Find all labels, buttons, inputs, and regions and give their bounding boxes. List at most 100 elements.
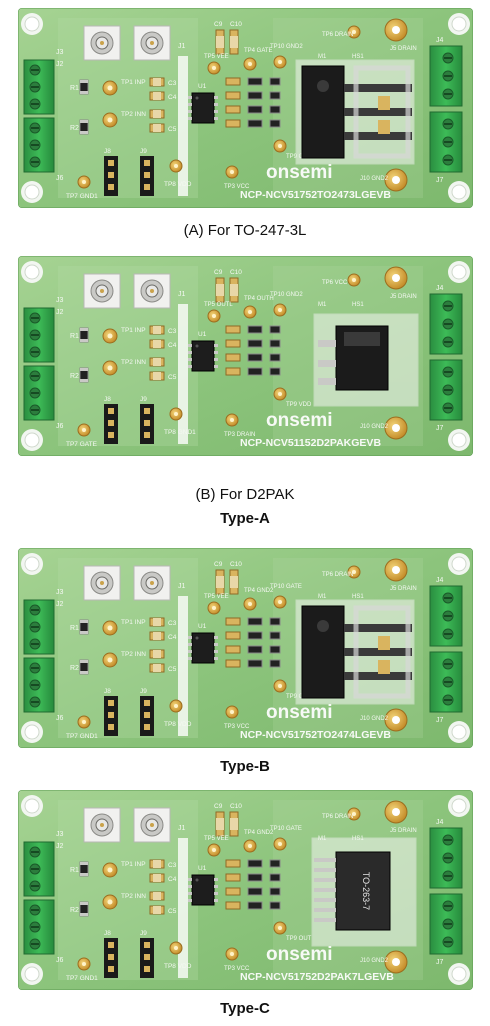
driver-ic-u1 — [188, 632, 218, 664]
label-j9: J9 — [140, 688, 147, 695]
resistor-r2 — [79, 901, 89, 917]
sma-connector-2 — [133, 565, 171, 601]
driver-ic-u1 — [188, 874, 218, 906]
testpoint-tp8 — [169, 699, 183, 713]
testpoint-tp3 — [225, 947, 239, 961]
label-j1: J1 — [178, 583, 186, 590]
capacitor-c5 — [149, 891, 165, 901]
capacitor-c6 — [149, 905, 165, 915]
label-hs1: HS1 — [352, 302, 364, 308]
testpoint-tp5 — [207, 843, 221, 857]
capacitor-c5 — [149, 649, 165, 659]
testpoint-tp10 — [273, 837, 287, 851]
label-m1: M1 — [318, 302, 327, 308]
resistor-r1 — [79, 327, 89, 343]
capacitor-c6 — [149, 371, 165, 381]
label-j10: J10 GND2 — [360, 958, 389, 964]
label-m1: M1 — [318, 594, 327, 600]
resistor-r1 — [79, 861, 89, 877]
label-j2: J2 — [56, 843, 64, 850]
testpoint-tp5 — [207, 601, 221, 615]
label-c3: C3 — [168, 328, 177, 335]
pad-j10-gnd2 — [384, 708, 408, 732]
pcb-board: J3 J2 J6 J1 R1 R2 TP1 INP TP2 INN C3 C4 … — [18, 548, 473, 748]
label-tp5: TP5 VEE — [204, 836, 229, 842]
testpoint-tp9 — [273, 679, 287, 693]
mosfet-to247-heatsink — [295, 59, 415, 165]
label-j3: J3 — [56, 831, 64, 838]
label-j2: J2 — [56, 601, 64, 608]
label-tp7: TP7 GND1 — [66, 193, 98, 200]
label-tp6: TP6 VCC — [322, 280, 348, 286]
label-tp5: TP5 OUTL — [204, 302, 233, 308]
capacitor-c4 — [149, 873, 165, 883]
pcb-board: J3 J2 J6 J1 R1 R2 TP1 INP TP2 INN C3 C4 … — [18, 8, 473, 208]
capacitor-c6 — [149, 123, 165, 133]
testpoint-tp3 — [225, 413, 239, 427]
board-caption: (A) For TO-247-3L — [183, 222, 307, 239]
label-c9: C9 — [214, 269, 223, 276]
terminal-block-j6 — [23, 899, 55, 955]
label-j9: J9 — [140, 148, 147, 155]
capacitor-c4 — [149, 631, 165, 641]
label-j3: J3 — [56, 297, 64, 304]
mounting-hole-bl — [21, 429, 43, 451]
label-c5: C5 — [168, 126, 177, 133]
testpoint-tp6 — [347, 565, 361, 579]
label-j2: J2 — [56, 61, 64, 68]
mosfet-to263-7: TO-263-7 — [311, 837, 417, 947]
label-r2: R2 — [70, 665, 79, 672]
label-c3: C3 — [168, 80, 177, 87]
part-number: NCP-NCV51152D2PAKGEVB — [240, 437, 381, 449]
brand-logo: onsemi — [266, 162, 333, 183]
terminal-block-j7 — [429, 359, 463, 421]
pad-j10-gnd2 — [384, 950, 408, 974]
sma-connector-2 — [133, 807, 171, 843]
driver-ic-u1 — [188, 92, 218, 124]
terminal-block-j2 — [23, 307, 55, 363]
label-tp4: TP4 GND2 — [244, 830, 274, 836]
testpoint-tp10 — [273, 303, 287, 317]
pin-header-j8 — [104, 404, 118, 444]
label-tp6: TP6 DRAIN — [322, 32, 353, 38]
label-tp6: TP6 DRAIN — [322, 814, 353, 820]
label-j3: J3 — [56, 589, 64, 596]
label-tp2: TP2 INN — [121, 359, 146, 366]
testpoint-tp9 — [273, 921, 287, 935]
mounting-hole-br — [448, 181, 470, 203]
label-j9: J9 — [140, 930, 147, 937]
label-j5: J5 DRAIN — [390, 586, 417, 592]
label-c3: C3 — [168, 620, 177, 627]
testpoint-tp7 — [77, 715, 91, 729]
label-j1: J1 — [178, 291, 186, 298]
label-tp8: TP8 VDD — [164, 721, 192, 728]
label-tp8: TP8 GND1 — [164, 429, 196, 436]
label-j8: J8 — [104, 688, 111, 695]
label-j10: J10 GND2 — [360, 424, 389, 430]
label-tp1: TP1 INP — [121, 619, 146, 626]
testpoint-tp2 — [102, 652, 118, 668]
label-c9: C9 — [214, 561, 223, 568]
pad-j10-gnd2 — [384, 416, 408, 440]
pin-header-j8 — [104, 696, 118, 736]
label-tp3: TP3 VCC — [224, 966, 250, 972]
terminal-block-j7 — [429, 111, 463, 173]
mounting-hole-tr — [448, 795, 470, 817]
board-type-label: Type-C — [220, 1000, 270, 1017]
label-c10: C10 — [230, 21, 242, 28]
pad-j10-gnd2 — [384, 168, 408, 192]
label-tp9: TP9 VDD — [286, 402, 312, 408]
isolation-barrier — [178, 596, 188, 736]
label-j4: J4 — [436, 37, 444, 44]
label-m1: M1 — [318, 54, 327, 60]
label-tp4: TP4 GND2 — [244, 588, 274, 594]
terminal-block-j4 — [429, 585, 463, 647]
part-number: NCP-NCV51752TO2474LGEVB — [240, 729, 391, 741]
capacitor-c9 — [215, 569, 225, 595]
mosfet-d2pak — [313, 313, 419, 407]
pin-header-j8 — [104, 156, 118, 196]
label-c10: C10 — [230, 803, 242, 810]
sma-connector-1 — [83, 807, 121, 843]
mounting-hole-br — [448, 721, 470, 743]
label-j10: J10 GND2 — [360, 716, 389, 722]
